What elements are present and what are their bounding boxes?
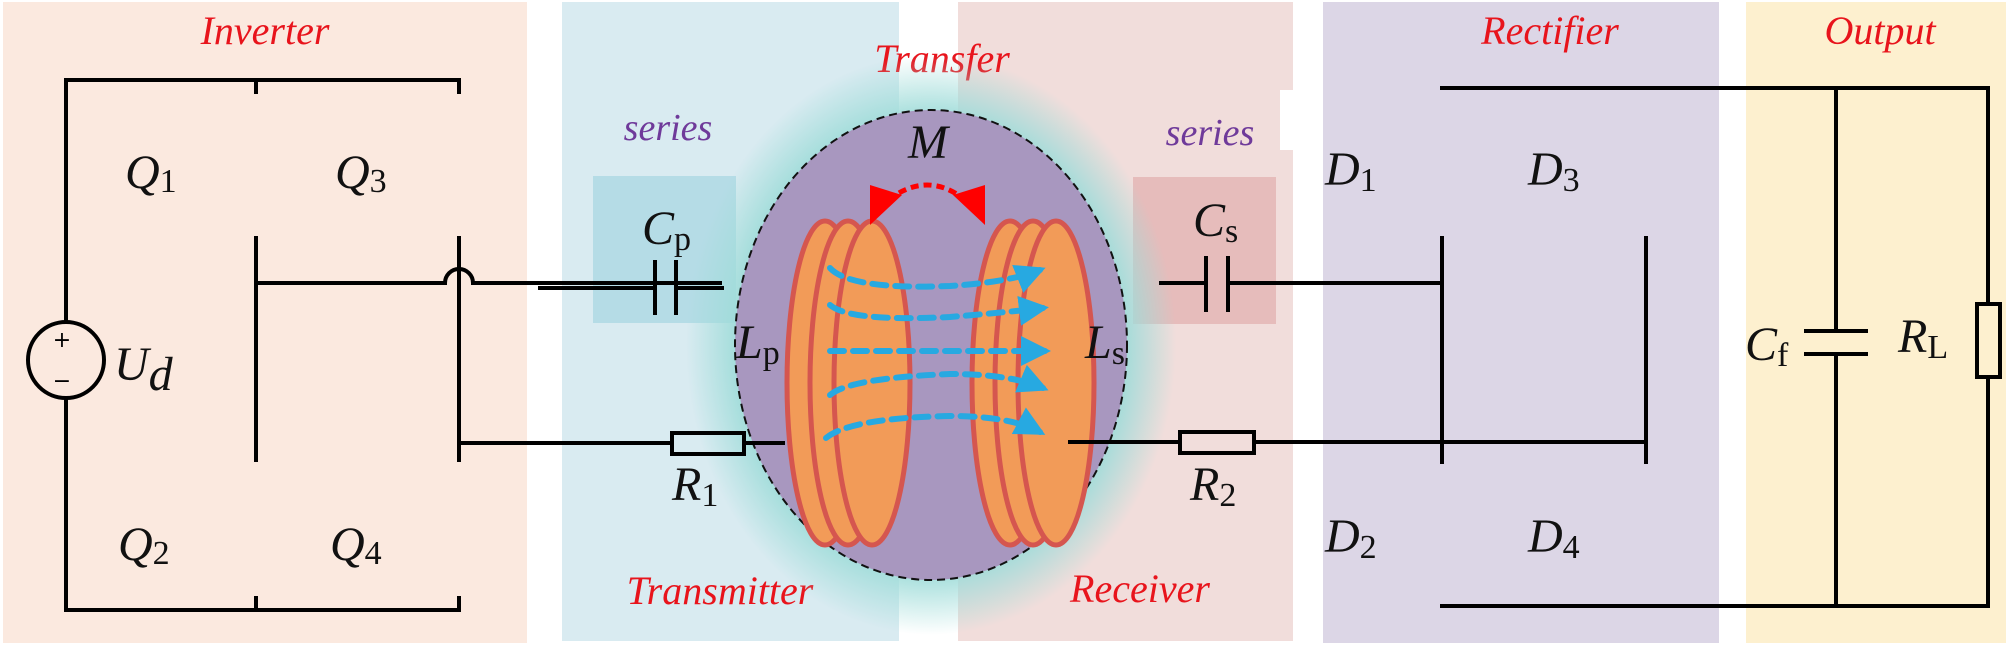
field-line-1 <box>827 264 1046 293</box>
transmitter-series-label: series <box>624 107 713 149</box>
receiver-wiring <box>1068 281 1648 444</box>
lp-label: Lp <box>735 316 780 372</box>
resistor-r1 <box>670 431 746 456</box>
resistor-r2 <box>1178 430 1256 455</box>
d2-label: D2 <box>1324 510 1377 566</box>
output-title: Output <box>1824 8 1936 53</box>
d1-label: D1 <box>1324 143 1377 199</box>
output-panel <box>1746 2 2006 643</box>
inverter-wiring <box>64 78 785 612</box>
inverter-panel <box>3 2 527 643</box>
source-plus-sign: + <box>53 328 71 353</box>
dc-voltage-source: + − Ud <box>26 320 174 401</box>
mutual-label: M <box>907 116 951 169</box>
source-label: Ud <box>114 338 174 401</box>
capacitor-cs <box>1159 256 1274 312</box>
source-minus-sign: − <box>53 369 71 394</box>
capacitor-cp <box>538 260 724 315</box>
q3-label: Q3 <box>335 146 387 200</box>
field-line-5 <box>823 407 1046 441</box>
capacitor-cf <box>1804 86 1868 608</box>
r1-label: R1 <box>671 458 718 514</box>
q4-label: Q4 <box>330 518 382 572</box>
cp-label: Cp <box>642 202 691 258</box>
field-line-4 <box>827 364 1049 398</box>
magnetic-field-lines <box>823 264 1051 441</box>
primary-coil-lp <box>784 218 913 548</box>
receiver-title: Receiver <box>1069 566 1210 611</box>
mutual-arrow <box>870 182 985 225</box>
r2-label: R2 <box>1189 458 1236 514</box>
field-line-2 <box>827 295 1049 326</box>
d3-label: D3 <box>1527 143 1580 199</box>
rectifier-panel <box>1323 2 1719 643</box>
receiver-panel-notch <box>1280 90 1297 150</box>
receiver-series-label: series <box>1166 112 1255 154</box>
q1-label: Q1 <box>125 146 177 200</box>
cs-label: Cs <box>1193 194 1238 250</box>
q2-label: Q2 <box>118 518 170 572</box>
ls-label: Ls <box>1084 316 1125 372</box>
d4-label: D4 <box>1527 510 1580 566</box>
cf-label: Cf <box>1745 318 1789 374</box>
resistor-rl <box>1975 86 2002 608</box>
inverter-title: Inverter <box>200 8 330 53</box>
rectifier-wiring <box>1440 86 1990 608</box>
rl-label: RL <box>1897 310 1948 366</box>
rectifier-title: Rectifier <box>1480 8 1619 53</box>
